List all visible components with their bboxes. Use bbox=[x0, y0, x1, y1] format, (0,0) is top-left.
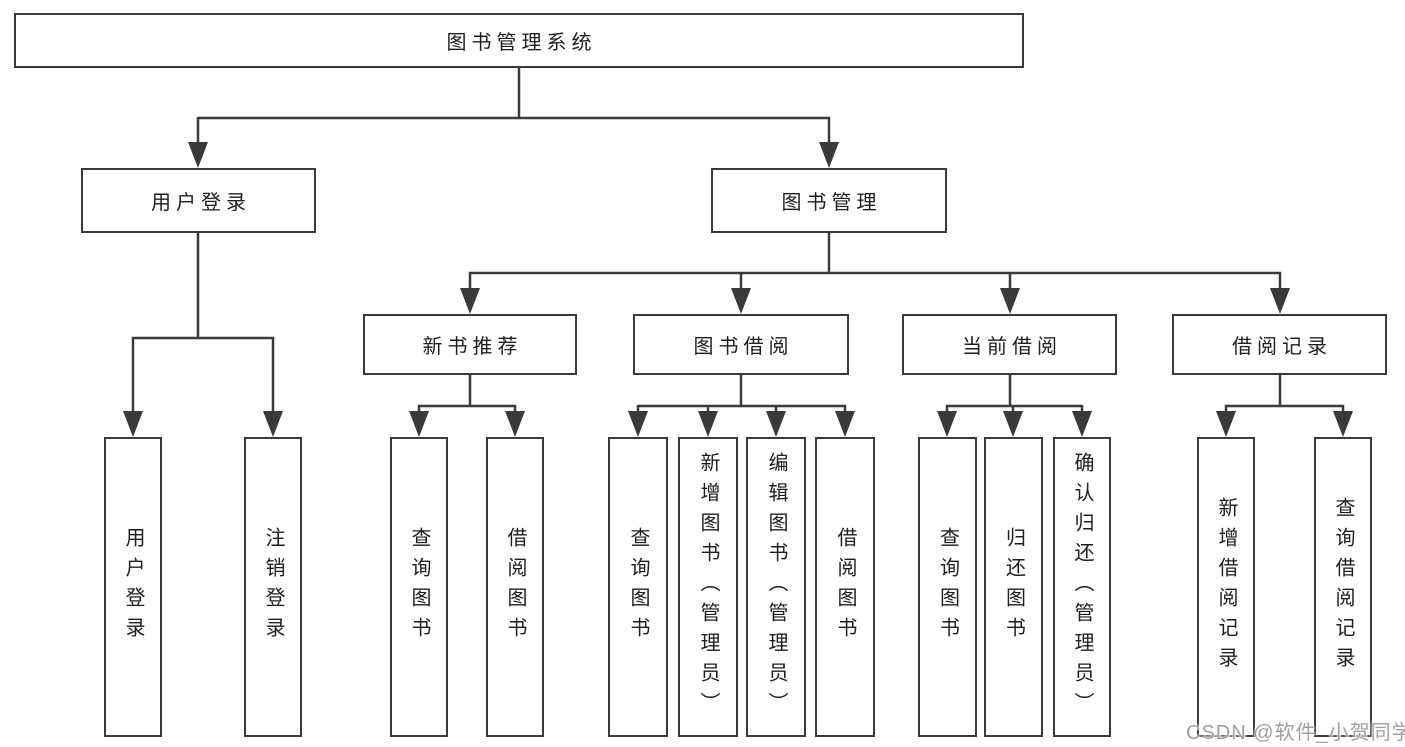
leaf-query-borrow-record: 查询借阅记录 bbox=[1314, 437, 1372, 737]
connector bbox=[131, 233, 275, 413]
leaf-return-books: 归还图书 bbox=[984, 437, 1043, 737]
leaf-label: 查询图书 bbox=[408, 527, 430, 647]
leaf-label: 用户登录 bbox=[122, 527, 144, 647]
node-book-management: 图书管理 bbox=[711, 168, 947, 233]
node-label: 新书推荐 bbox=[422, 336, 523, 358]
connector bbox=[1224, 375, 1345, 413]
arrowhead bbox=[1000, 288, 1020, 314]
node-label: 图书借阅 bbox=[693, 336, 794, 358]
node-label: 图书管理系统 bbox=[446, 32, 597, 54]
arrowhead bbox=[263, 411, 283, 437]
arrowhead bbox=[188, 142, 208, 168]
connector bbox=[196, 116, 831, 144]
arrowhead bbox=[835, 411, 855, 437]
node-label: 借阅记录 bbox=[1232, 336, 1332, 358]
leaf-label: 借阅图书 bbox=[834, 527, 856, 647]
node-label: 当前借阅 bbox=[962, 336, 1062, 358]
connector bbox=[417, 375, 517, 413]
leaf-label: 确认归还（管理员） bbox=[1071, 452, 1093, 722]
node-book-borrowing: 图书借阅 bbox=[633, 314, 849, 375]
connector bbox=[468, 233, 1282, 290]
node-library-management-system: 图书管理系统 bbox=[14, 13, 1024, 68]
node-label: 图书管理 bbox=[781, 192, 882, 214]
arrowhead bbox=[1003, 411, 1023, 437]
arrowhead bbox=[937, 411, 957, 437]
arrowhead bbox=[1333, 411, 1353, 437]
leaf-borrow-books-recommend: 借阅图书 bbox=[486, 437, 544, 737]
arrowhead bbox=[123, 411, 143, 437]
leaf-label: 查询图书 bbox=[936, 527, 959, 647]
arrowhead bbox=[698, 411, 718, 437]
arrowhead bbox=[460, 288, 480, 314]
leaf-label: 查询借阅记录 bbox=[1332, 497, 1354, 677]
leaf-confirm-return-admin: 确认归还（管理员） bbox=[1053, 437, 1111, 737]
leaf-label: 新增图书（管理员） bbox=[697, 452, 719, 722]
node-new-book-recommend: 新书推荐 bbox=[363, 314, 577, 375]
leaf-label: 新增借阅记录 bbox=[1215, 497, 1237, 677]
arrowhead bbox=[766, 411, 786, 437]
arrowhead bbox=[409, 411, 429, 437]
leaf-label: 编辑图书（管理员） bbox=[765, 452, 787, 722]
leaf-logout: 注销登录 bbox=[244, 437, 302, 737]
csdn-watermark: CSDN @软件_小贺同学 bbox=[1186, 722, 1405, 744]
arrowhead bbox=[628, 411, 648, 437]
leaf-query-books-recommend: 查询图书 bbox=[390, 437, 448, 737]
connector bbox=[636, 375, 847, 413]
arrowhead bbox=[1216, 411, 1236, 437]
leaf-label: 查询图书 bbox=[627, 527, 649, 647]
node-borrowing-records: 借阅记录 bbox=[1172, 314, 1387, 375]
node-user-login: 用户登录 bbox=[81, 168, 316, 233]
leaf-query-books-current: 查询图书 bbox=[918, 437, 977, 737]
arrowheads bbox=[123, 142, 1353, 437]
leaf-edit-books-admin: 编辑图书（管理员） bbox=[746, 437, 806, 737]
leaf-add-borrow-record: 新增借阅记录 bbox=[1197, 437, 1255, 737]
leaf-label: 注销登录 bbox=[262, 527, 284, 647]
arrowhead bbox=[1270, 288, 1290, 314]
leaf-label: 借阅图书 bbox=[504, 527, 526, 647]
arrowhead bbox=[1072, 411, 1092, 437]
connector bbox=[945, 375, 1084, 413]
node-label: 用户登录 bbox=[151, 192, 251, 214]
arrowhead bbox=[505, 411, 525, 437]
leaf-user-login: 用户登录 bbox=[104, 437, 162, 737]
arrowhead bbox=[819, 142, 839, 168]
leaf-add-books-admin: 新增图书（管理员） bbox=[678, 437, 738, 737]
node-current-borrowing: 当前借阅 bbox=[902, 314, 1117, 375]
arrowhead bbox=[731, 288, 751, 314]
leaf-borrow-books: 借阅图书 bbox=[815, 437, 875, 737]
leaf-query-books-borrow: 查询图书 bbox=[608, 437, 668, 737]
leaf-label: 归还图书 bbox=[1002, 527, 1025, 647]
